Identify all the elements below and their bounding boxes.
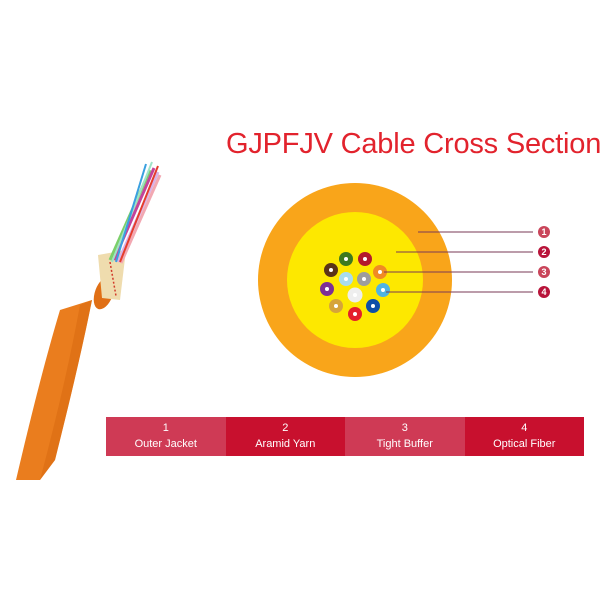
legend-number: 4 xyxy=(521,422,528,434)
legend-label: Aramid Yarn xyxy=(255,438,316,450)
page-title: GJPFJV Cable Cross Section xyxy=(226,128,600,160)
legend-cell-outer-jacket: 1 Outer Jacket xyxy=(106,417,226,456)
legend-label: Tight Buffer xyxy=(376,438,433,450)
callout-badge-2: 2 xyxy=(538,246,550,258)
legend-number: 3 xyxy=(401,422,408,434)
cross-section-diagram xyxy=(258,183,533,377)
cable-photo xyxy=(16,161,162,480)
legend-number: 1 xyxy=(162,422,169,434)
legend-number: 2 xyxy=(282,422,289,434)
callout-badge-3: 3 xyxy=(538,266,550,278)
legend-cell-tight-buffer: 3 Tight Buffer xyxy=(345,417,465,456)
legend-cell-optical-fiber: 4 Optical Fiber xyxy=(464,417,584,456)
legend-label: Optical Fiber xyxy=(493,438,556,450)
callout-badge-1: 1 xyxy=(538,226,550,238)
legend-cell-aramid-yarn: 2 Aramid Yarn xyxy=(225,417,345,456)
legend-label: Outer Jacket xyxy=(134,438,197,450)
optical-fibers xyxy=(320,252,390,321)
legend-table: 1 Outer Jacket 2 Aramid Yarn 3 Tight Buf… xyxy=(106,417,584,456)
callout-badge-4: 4 xyxy=(538,286,550,298)
aramid-yarn-layer xyxy=(287,212,423,348)
